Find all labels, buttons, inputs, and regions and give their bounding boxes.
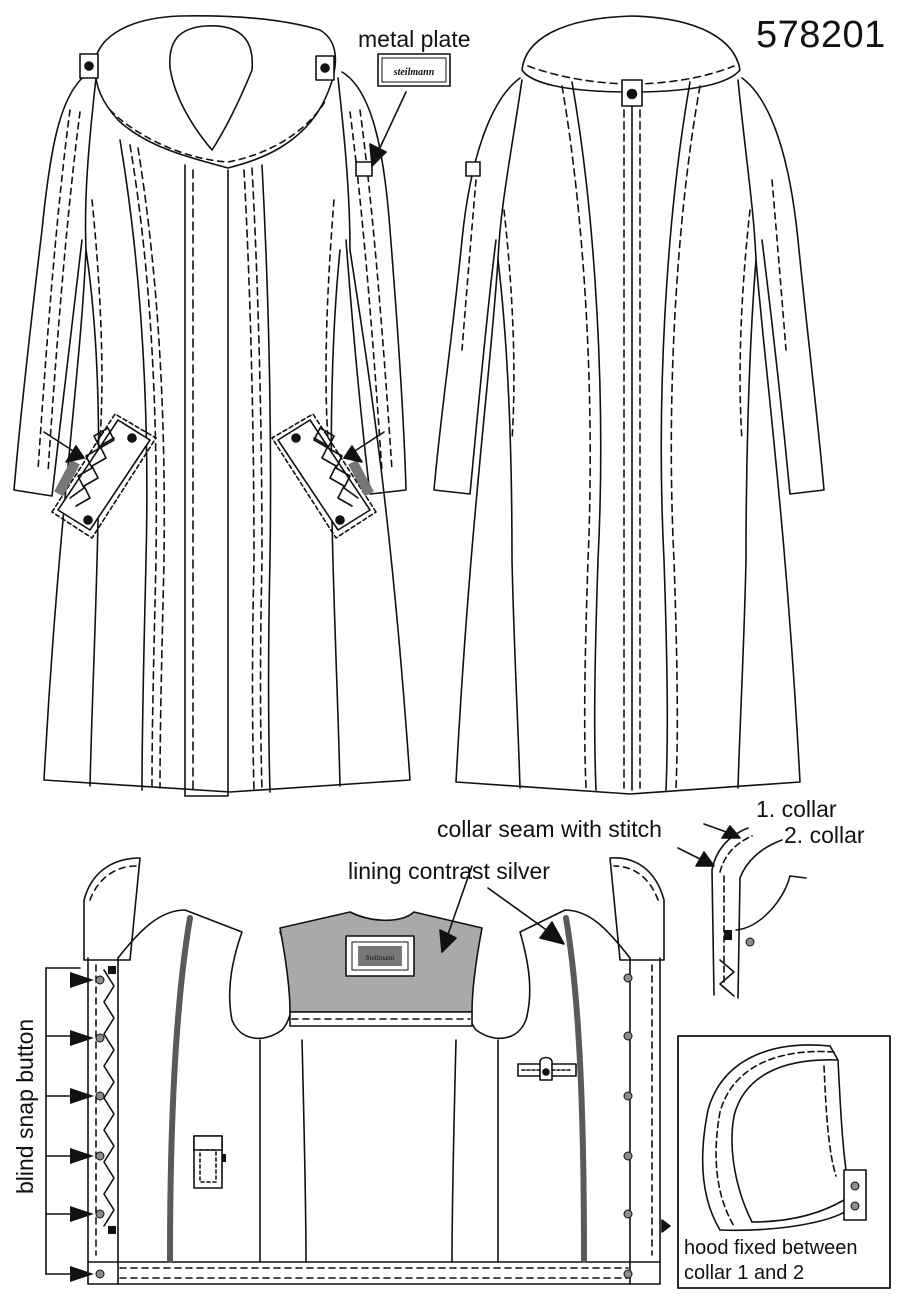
back-right-sleeve [741, 77, 825, 495]
hood-detail-frame [677, 1035, 891, 1289]
hood-detail [677, 1035, 891, 1289]
front-right-sleeve [341, 71, 407, 495]
snap-button-6 [95, 1269, 105, 1279]
snap-button-4 [95, 1151, 105, 1161]
back-sleeve-plate [465, 161, 481, 177]
inside-zip-pocket-right [517, 1056, 577, 1081]
front-left-sleeve [13, 71, 91, 497]
collar-detail [677, 823, 807, 999]
front-placket [184, 164, 229, 797]
inside-label-lettering: Steilmann [366, 954, 395, 962]
left-facing-stripe [167, 915, 193, 1263]
style-number: 578201 [756, 14, 886, 56]
front-zip-pocket-right [271, 413, 377, 539]
front-princess-seam-right [261, 164, 272, 793]
front-sleeve-metal-plate [355, 161, 373, 177]
snap-button-5 [95, 1209, 105, 1219]
front-princess-seam-left [119, 139, 148, 791]
hood-caption: hood fixed between collar 1 and 2 [684, 1237, 858, 1284]
front-zip-pocket-left [51, 413, 157, 539]
back-view [433, 15, 825, 795]
snap-button-3 [95, 1091, 105, 1101]
metal-plate-lettering: steilmann [393, 67, 435, 78]
front-view [13, 15, 411, 797]
snap-button-2 [95, 1033, 105, 1043]
back-collar [521, 15, 741, 93]
right-facing-stripe [563, 915, 587, 1263]
metal-plate-label: metal plate [358, 26, 471, 52]
inside-left-front [87, 957, 661, 1285]
front-body-outline [43, 77, 411, 793]
collar-2-label: 2. collar [784, 822, 865, 848]
snap-button-1 [95, 975, 105, 985]
lining-label: lining contrast silver [348, 858, 550, 884]
back-left-sleeve [433, 77, 521, 495]
blind-snap-button-label: blind snap button [12, 1018, 38, 1194]
collar-seam-label: collar seam with stitch [437, 816, 662, 842]
inside-view [45, 857, 671, 1285]
back-body-outline [455, 79, 801, 795]
metal-plate-callout [369, 53, 451, 167]
collar-1-label: 1. collar [756, 796, 837, 822]
